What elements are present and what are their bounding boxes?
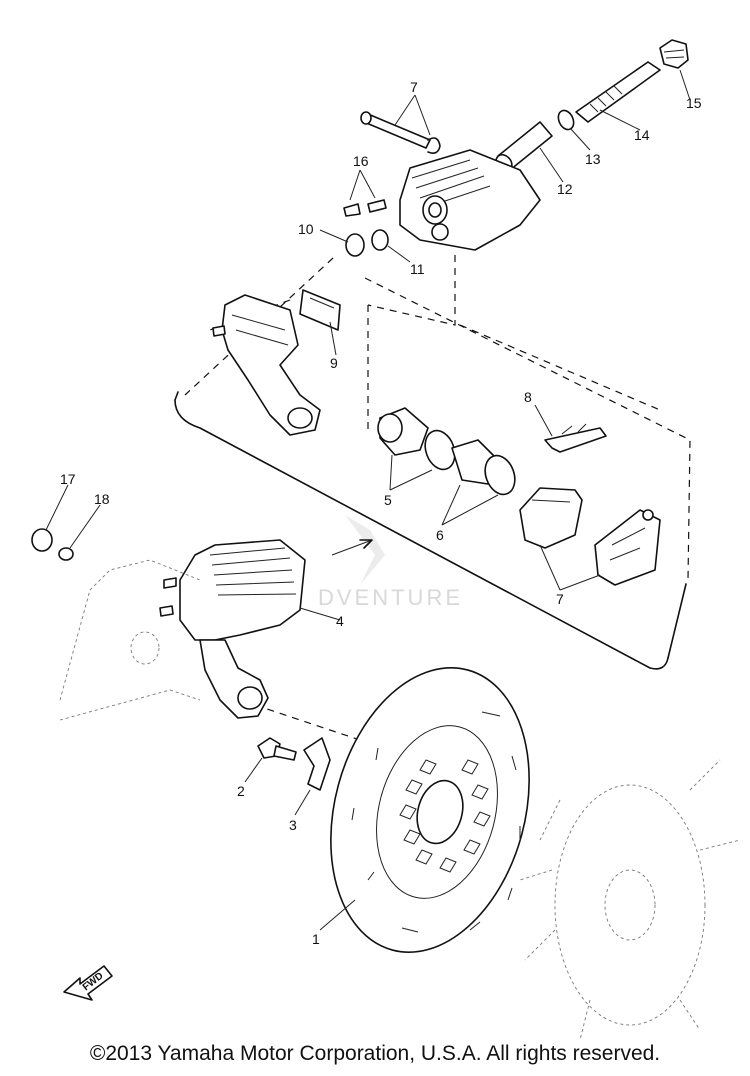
part-8-pad-spring <box>544 423 607 453</box>
callout-13: 13 <box>585 151 601 167</box>
watermark-logo: DVENTURE <box>318 515 463 610</box>
callout-7-pads: 7 <box>556 591 564 607</box>
callout-17: 17 <box>60 471 76 487</box>
callout-18: 18 <box>94 491 110 507</box>
callout-1: 1 <box>312 931 320 947</box>
part-9-shim <box>299 289 341 331</box>
part-7-pad-pin <box>360 111 441 154</box>
callout-3: 3 <box>289 817 297 833</box>
watermark-text: DVENTURE <box>318 585 463 610</box>
part-4-caliper-assembly <box>159 539 306 719</box>
part-16-bleed-screws <box>343 199 387 217</box>
part-10-cap <box>345 233 365 257</box>
upper-caliper-bracket <box>212 294 321 436</box>
part-1-brake-disc <box>330 666 530 954</box>
callout-8: 8 <box>524 389 532 405</box>
callout-4: 4 <box>336 613 344 629</box>
callout-5: 5 <box>384 492 392 508</box>
exploded-group-bracket <box>174 399 669 670</box>
callout-10: 10 <box>298 221 314 237</box>
callout-14: 14 <box>634 127 650 143</box>
part-13-washer <box>557 109 575 131</box>
part-15-nut <box>659 39 689 69</box>
part-5-piston <box>377 407 429 456</box>
callout-16: 16 <box>353 153 369 169</box>
callout-15: 15 <box>686 95 702 111</box>
part-7-brake-pads <box>519 487 661 586</box>
part-18-washer <box>58 547 74 561</box>
callout-6: 6 <box>436 527 444 543</box>
part-11-o-ring <box>371 229 389 251</box>
callout-9: 9 <box>330 355 338 371</box>
wheel-hub-outline <box>519 759 741 1041</box>
part-2-bolt <box>257 737 297 761</box>
part-3-lock-plate <box>303 737 331 791</box>
copyright-notice: ©2013 Yamaha Motor Corporation, U.S.A. A… <box>89 1042 661 1065</box>
upper-caliper-body <box>399 149 541 251</box>
callout-11: 11 <box>410 261 425 277</box>
callout-12: 12 <box>557 181 573 197</box>
callout-2: 2 <box>237 783 245 799</box>
part-14-long-bolt <box>575 61 661 123</box>
forward-direction-arrow: FWD <box>63 965 113 1001</box>
callout-7-top: 7 <box>410 79 418 95</box>
part-6-seals <box>424 429 516 496</box>
part-17-cap-nut <box>31 528 53 552</box>
